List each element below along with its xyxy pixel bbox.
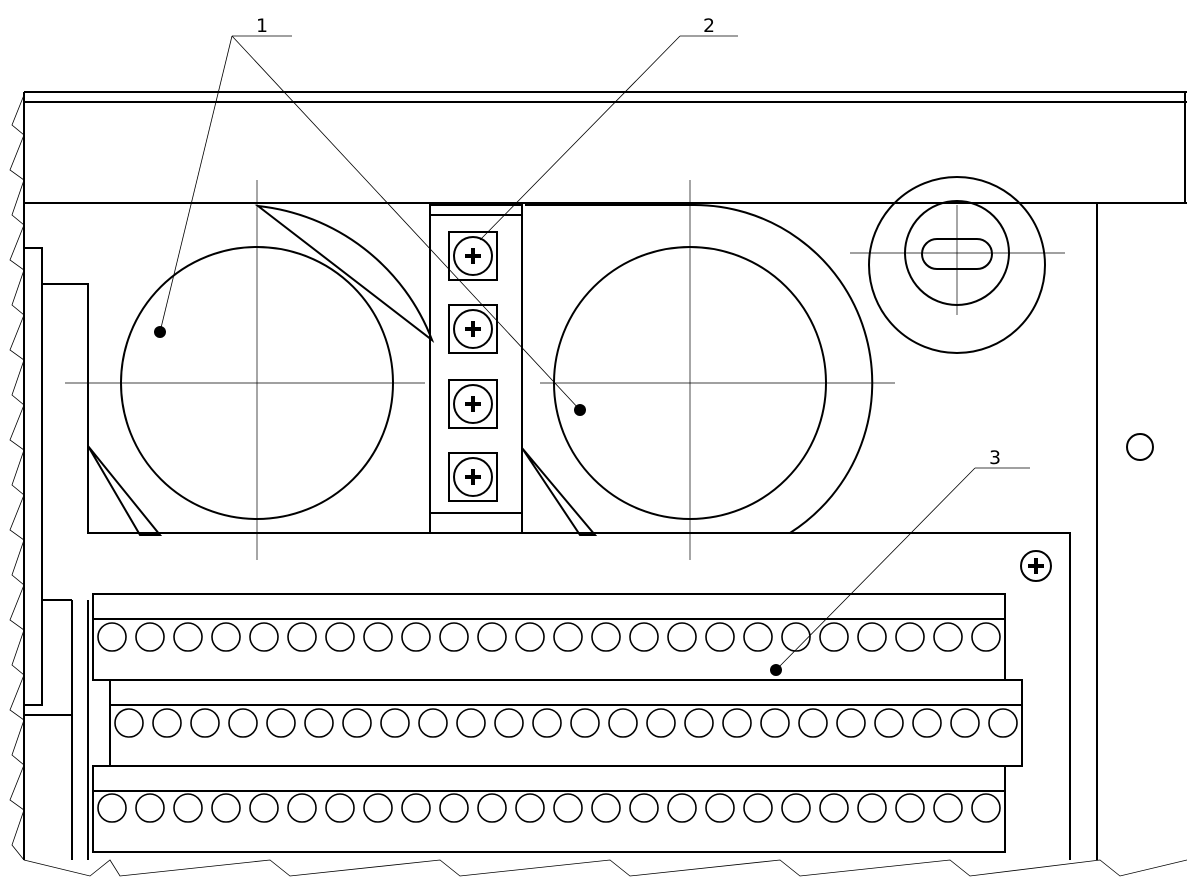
- terminal-hole: [819, 622, 849, 652]
- terminal-hole: [494, 708, 524, 738]
- mounting-plate: [522, 532, 1071, 860]
- terminal-hole: [135, 622, 165, 652]
- terminal-hole: [114, 708, 144, 738]
- terminal-hole: [97, 622, 127, 652]
- plus-screw-icon: [448, 379, 498, 429]
- terminal-hole: [781, 622, 811, 652]
- left-round-component: [65, 180, 435, 560]
- fuse-holder: [850, 176, 1065, 354]
- terminal-hole: [363, 622, 393, 652]
- terminal-hole: [532, 708, 562, 738]
- terminal-hole: [266, 708, 296, 738]
- terminal-hole: [515, 793, 545, 823]
- terminal-hole: [760, 708, 790, 738]
- terminal-hole: [211, 622, 241, 652]
- terminal-hole: [228, 708, 258, 738]
- terminal-hole: [190, 708, 220, 738]
- terminal-hole: [477, 622, 507, 652]
- terminal-hole: [591, 622, 621, 652]
- terminal-hole: [97, 793, 127, 823]
- terminal-hole: [836, 708, 866, 738]
- terminal-hole: [380, 708, 410, 738]
- terminal-hole: [798, 708, 828, 738]
- terminal-hole: [439, 622, 469, 652]
- terminal-hole: [608, 708, 638, 738]
- mounting-hole: [1126, 433, 1154, 461]
- terminal-hole: [684, 708, 714, 738]
- terminal-hole: [971, 622, 1001, 652]
- plus-screw-icon: [1020, 550, 1052, 582]
- terminal-hole: [857, 622, 887, 652]
- terminal-hole: [287, 793, 317, 823]
- terminal-hole: [173, 793, 203, 823]
- terminal-hole: [912, 708, 942, 738]
- plus-screw-icon: [448, 452, 498, 502]
- terminal-hole: [477, 793, 507, 823]
- terminal-hole: [401, 793, 431, 823]
- terminal-hole: [895, 793, 925, 823]
- terminal-hole: [950, 708, 980, 738]
- housing: [23, 91, 1187, 860]
- terminal-hole: [629, 793, 659, 823]
- terminal-hole: [857, 793, 887, 823]
- terminal-hole: [988, 708, 1018, 738]
- terminal-hole: [152, 708, 182, 738]
- terminal-hole: [135, 793, 165, 823]
- terminal-hole: [591, 793, 621, 823]
- leader-lines: [154, 35, 1030, 676]
- terminal-hole: [819, 793, 849, 823]
- terminal-hole: [874, 708, 904, 738]
- terminal-hole: [325, 622, 355, 652]
- terminal-hole: [249, 793, 279, 823]
- plus-screw-icon: [448, 231, 498, 281]
- terminal-hole: [515, 622, 545, 652]
- callout-dot: [574, 404, 586, 416]
- plus-screw-icon: [448, 304, 498, 354]
- callout-1-label: 1: [256, 15, 268, 37]
- terminal-block-row: [92, 593, 1006, 681]
- terminal-hole: [781, 793, 811, 823]
- terminal-hole: [249, 622, 279, 652]
- right-round-component: [521, 180, 895, 560]
- terminal-hole: [933, 622, 963, 652]
- terminal-hole: [553, 793, 583, 823]
- terminal-hole: [971, 793, 1001, 823]
- terminal-block-row: [109, 679, 1023, 767]
- callout-3-label: 3: [989, 447, 1001, 469]
- terminal-hole: [570, 708, 600, 738]
- terminal-hole: [895, 622, 925, 652]
- terminal-hole: [722, 708, 752, 738]
- terminal-hole: [363, 793, 393, 823]
- terminal-hole: [325, 793, 355, 823]
- terminal-hole: [705, 793, 735, 823]
- screw-strip: [429, 204, 523, 534]
- terminal-hole: [629, 622, 659, 652]
- terminal-hole: [456, 708, 486, 738]
- terminal-hole: [933, 793, 963, 823]
- terminal-hole: [418, 708, 448, 738]
- terminal-hole: [173, 622, 203, 652]
- terminal-hole: [646, 708, 676, 738]
- terminal-block-row: [92, 765, 1006, 853]
- callout-dot: [770, 664, 782, 676]
- callout-2-label: 2: [703, 15, 715, 37]
- break-lines: [9, 94, 1187, 877]
- terminal-hole: [743, 622, 773, 652]
- terminal-hole: [667, 622, 697, 652]
- terminal-hole: [401, 622, 431, 652]
- left-bracket: [24, 247, 430, 860]
- terminal-hole: [553, 622, 583, 652]
- terminal-hole: [211, 793, 241, 823]
- terminal-hole: [439, 793, 469, 823]
- terminal-hole: [342, 708, 372, 738]
- terminal-hole: [304, 708, 334, 738]
- terminal-hole: [705, 622, 735, 652]
- terminal-hole: [667, 793, 697, 823]
- terminal-blocks: [92, 593, 1023, 853]
- terminal-hole: [287, 622, 317, 652]
- callout-dot: [154, 326, 166, 338]
- terminal-hole: [743, 793, 773, 823]
